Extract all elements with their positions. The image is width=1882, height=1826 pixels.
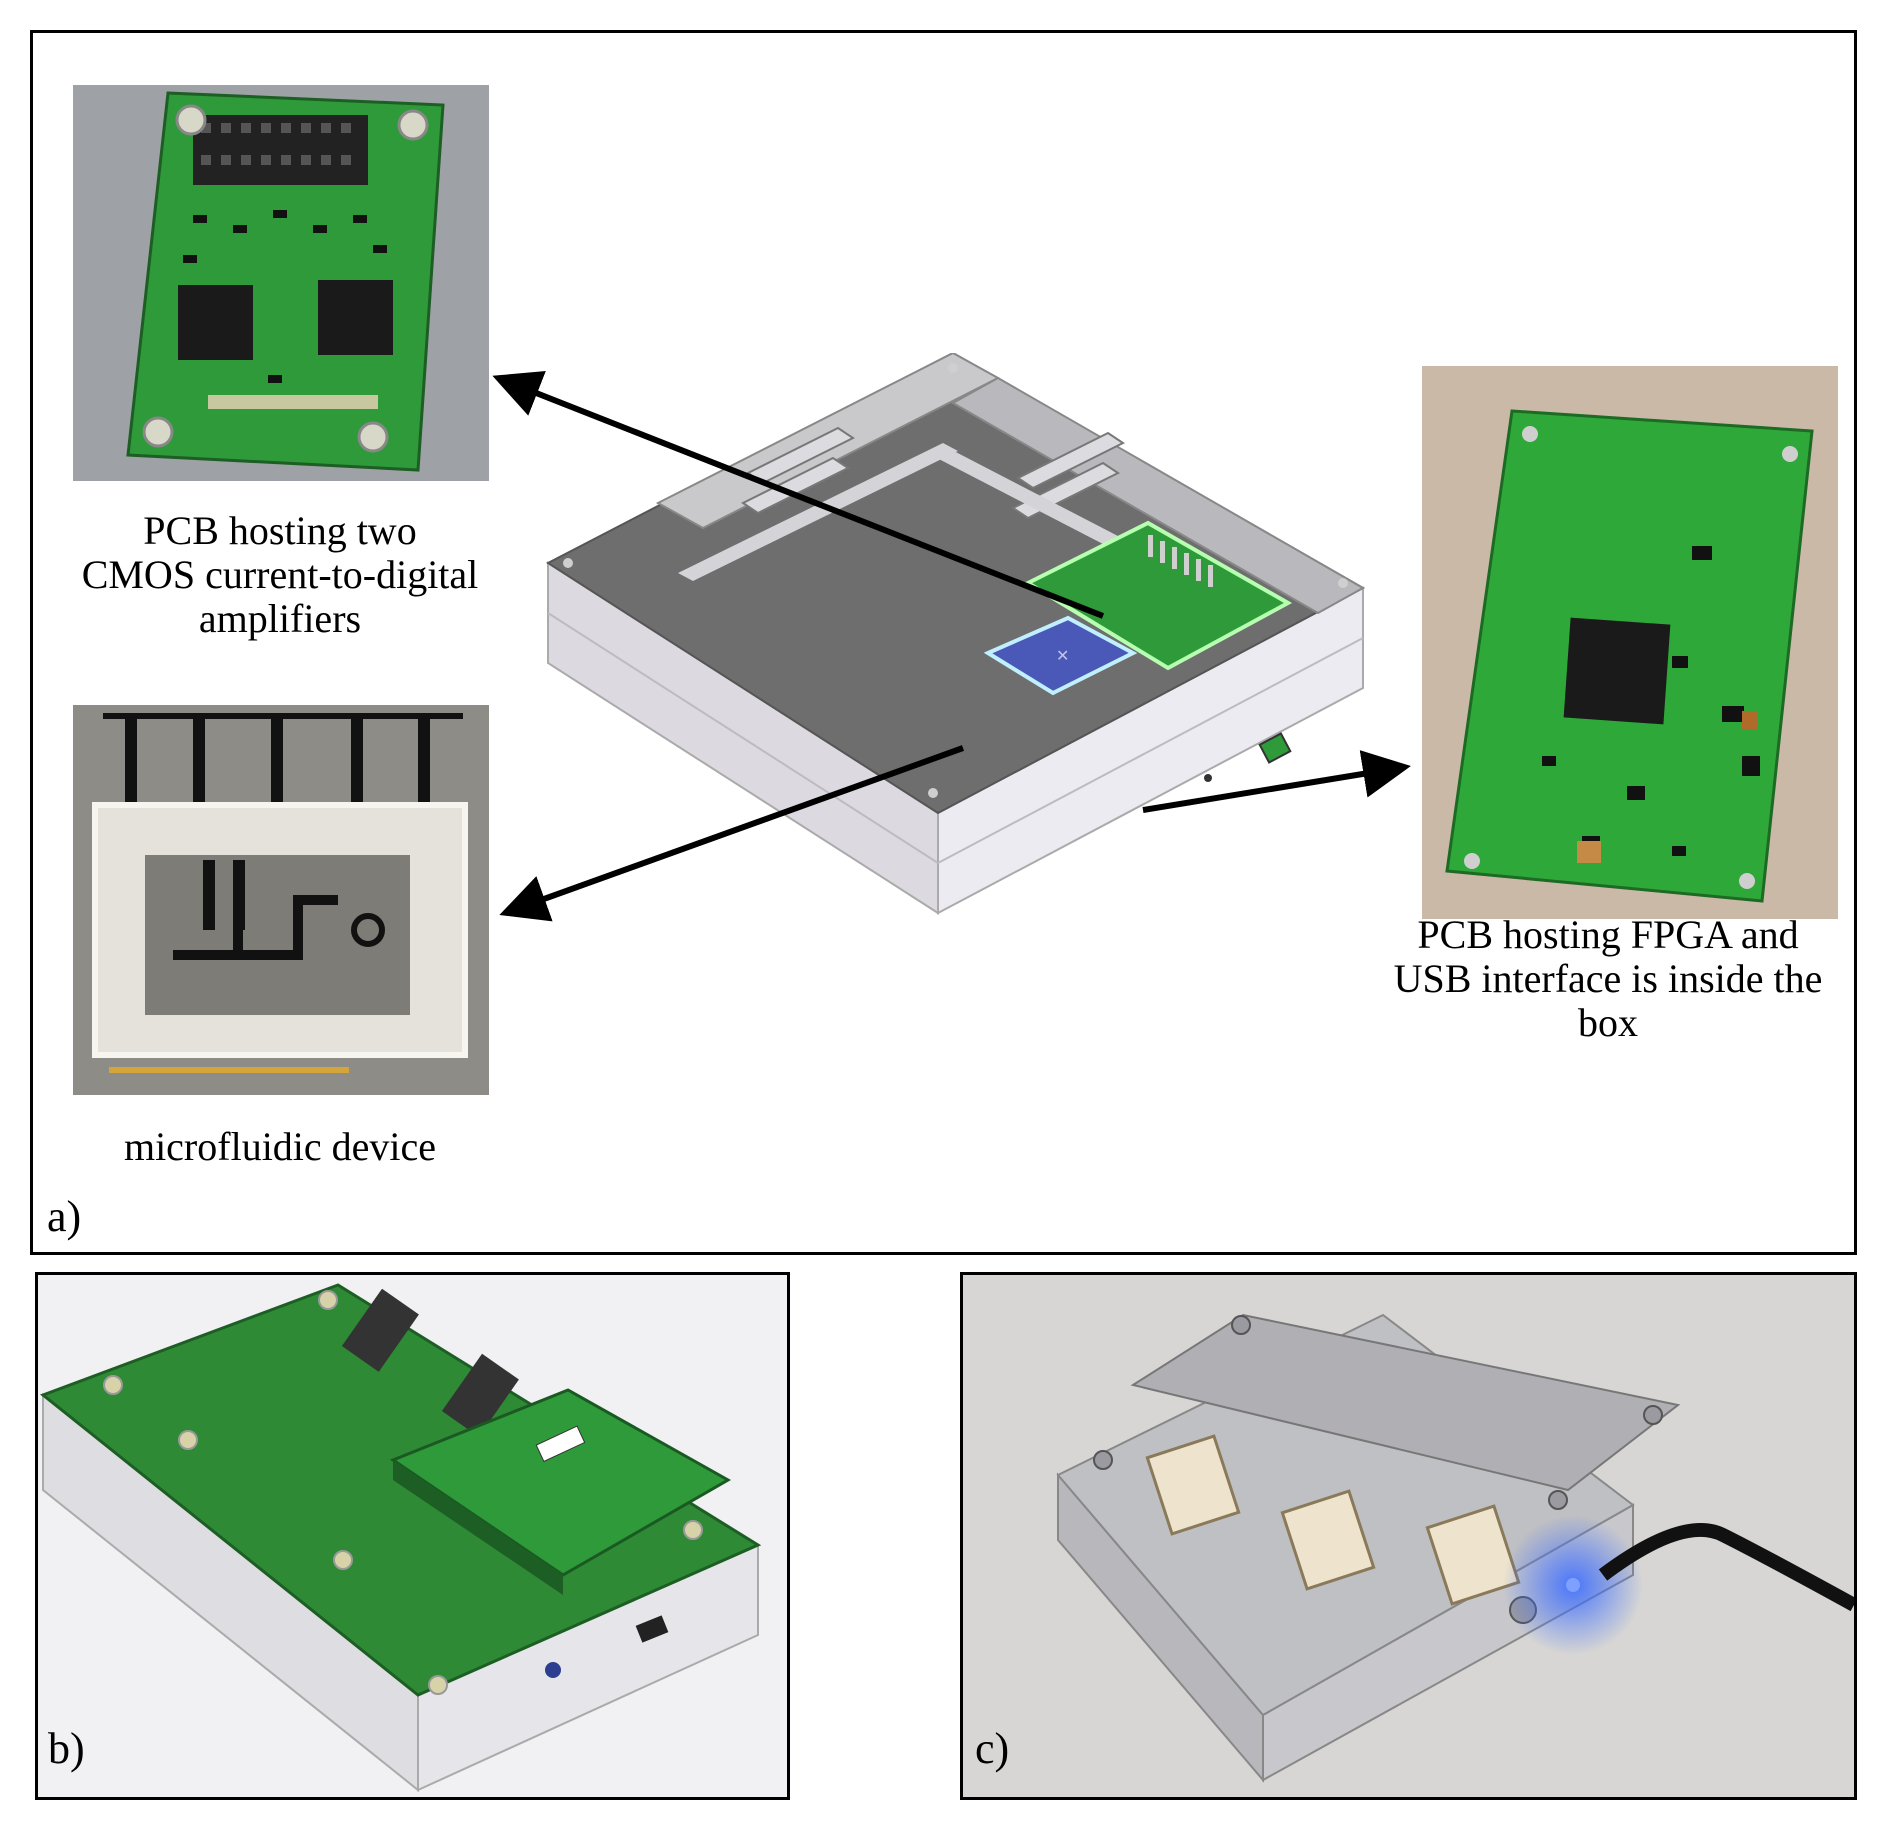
panel-c: c) [960,1272,1857,1800]
amplifier-pcb-photo [73,85,489,481]
microfluidic-device-photo [73,705,489,1095]
box-assembly-render: ✕ [546,353,1366,915]
panel-a: PCB hosting two CMOS current-to-digital … [30,30,1857,1255]
fpga-pcb-caption: PCB hosting FPGA and USB interface is in… [1393,912,1823,1045]
panel-b: b) [35,1272,790,1800]
fpga-pcb-photo [1422,366,1838,919]
panel-c-label: c) [975,1724,1010,1773]
arrow-to-fpga-pcb [1142,750,1411,813]
closed-box-with-usb-photo [963,1275,1854,1797]
svg-text:✕: ✕ [1056,646,1069,665]
microfluidic-caption: microfluidic device [123,1124,437,1169]
panel-b-label: b) [48,1724,85,1773]
arrows-overlay [492,371,1411,922]
assembled-box-pcb-photo [38,1275,787,1797]
amplifier-pcb-caption: PCB hosting two CMOS current-to-digital … [81,508,479,641]
arrow-to-microfluidic [499,745,965,922]
panel-a-label: a) [47,1192,82,1241]
arrow-to-amplifier-pcb [492,371,1105,619]
